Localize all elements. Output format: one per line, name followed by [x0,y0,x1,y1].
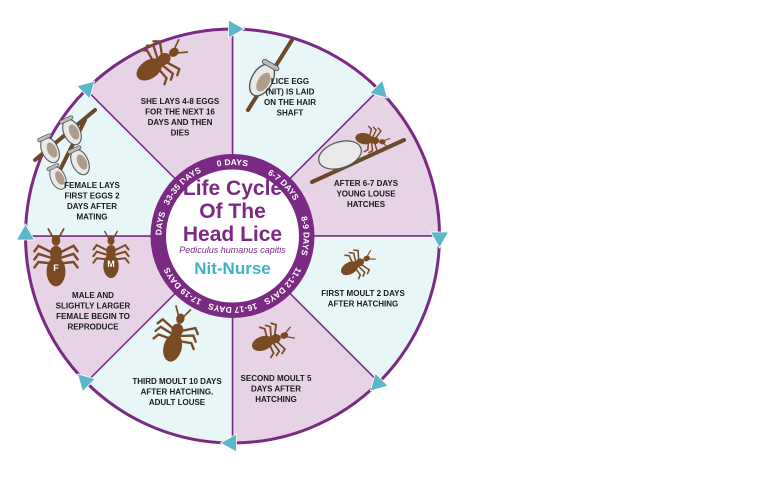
hatching-louse-icon [310,125,406,184]
ring-day-label: 8-9 DAYS [299,215,312,257]
louse-icon [33,227,79,287]
louse-icon [136,38,188,86]
louse-icon [152,305,199,362]
egg-icon [248,58,280,97]
adult-louse-icon [152,305,199,362]
louse-icon [341,249,376,280]
adult-louse-icon [136,38,188,86]
nit-on-hair-icon [246,38,294,112]
ring-day-label: 0 DAYS [216,157,249,169]
title-line-3: Head Lice [183,223,282,246]
cycle-arrow-icon [228,19,246,39]
cycle-arrow-icon [77,373,97,393]
nymph-icon [341,249,376,280]
female-marker: F [53,263,59,273]
hair-shaft [310,138,406,184]
louse-icon [251,322,295,359]
cycle-arrow-icon [429,231,450,249]
male-marker: M [107,259,115,269]
subtitle: Pediculus humanus capitis [179,245,286,255]
title-line-2: Of The [199,200,266,223]
louse-icon [92,230,130,279]
ring-day-label: 16-17 DAYS [207,301,259,315]
egg-icon [67,145,90,176]
egg-icon [37,133,60,164]
center-circle [165,168,300,304]
cycle-arrow-icon [369,372,389,392]
title-line-1: Life Cycle [183,177,282,200]
louse-icon [355,125,391,155]
cycle-arrow-icon [76,80,96,100]
nymph-icon [251,322,295,359]
egg-icon [59,115,82,146]
cycle-arrow-icon [219,433,237,453]
arrows-layer [15,19,450,453]
brand-logo-text: Nit-Nurse [194,259,271,278]
cycle-arrow-icon [15,223,36,241]
eggs-on-hair-icon [33,108,97,190]
cycle-arrow-icon [368,79,388,99]
egg-icon [46,163,67,190]
